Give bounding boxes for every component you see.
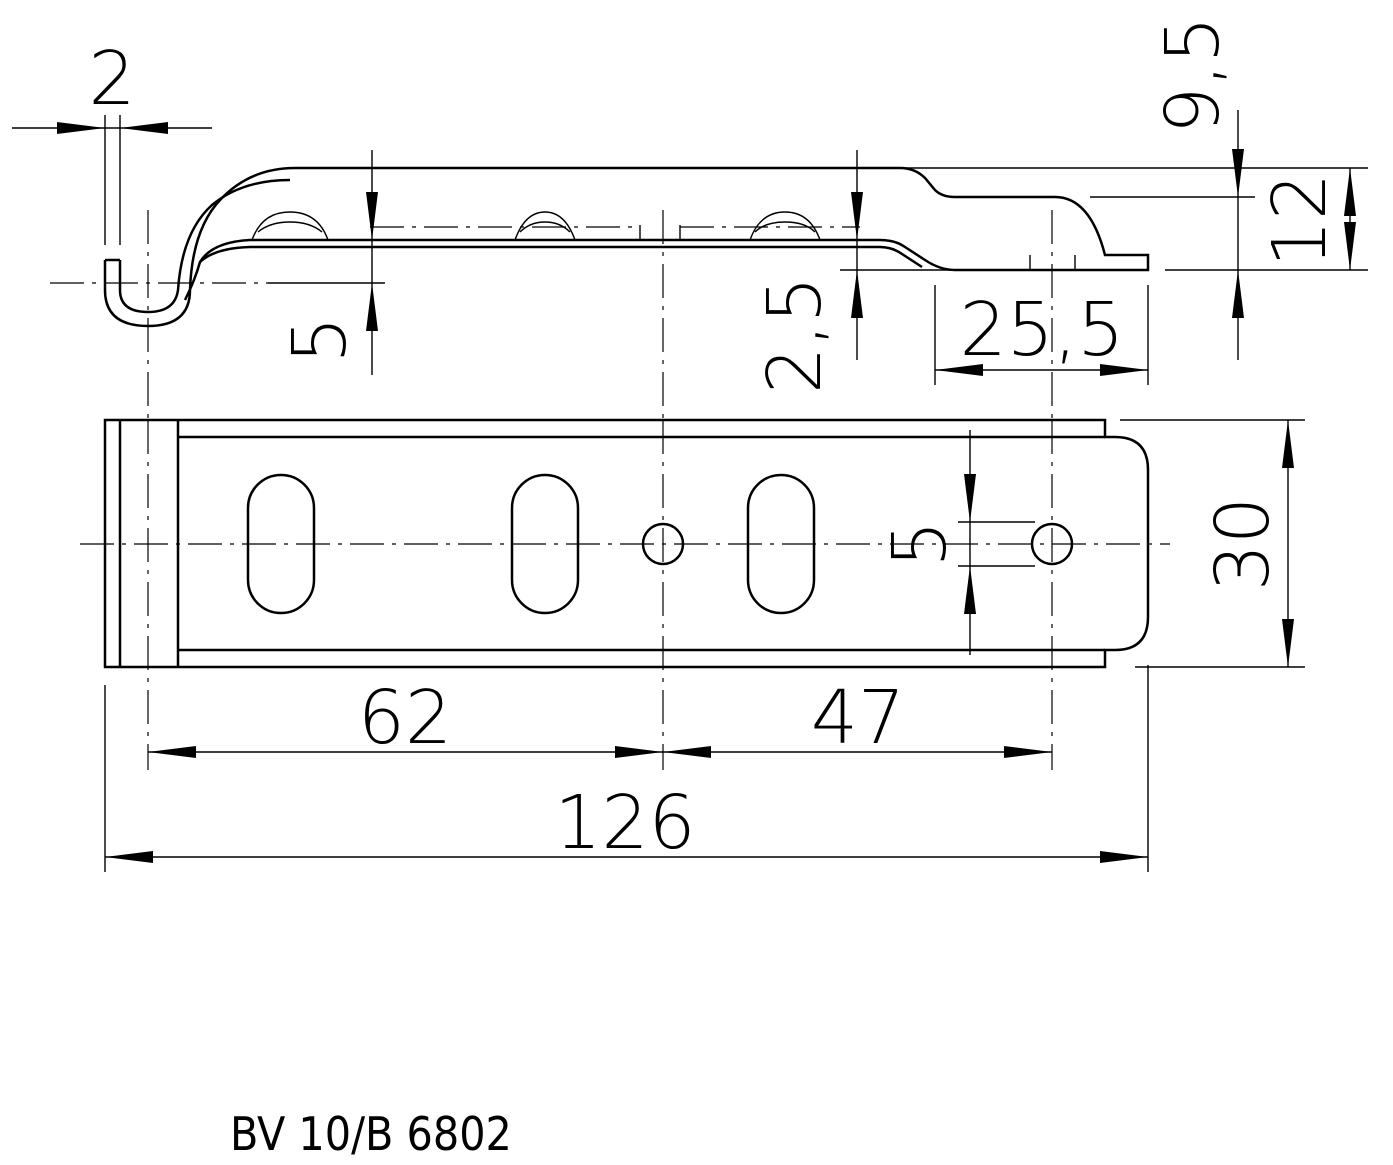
- dim-62-47: 62 47: [148, 675, 1052, 761]
- dim-9-5-and-12: 9,5 12: [905, 16, 1368, 360]
- side-profile-outer: [103, 166, 1150, 328]
- drawing-caption: BV 10/B 6802: [230, 1107, 512, 1161]
- dim-2-5: 2,5: [752, 150, 955, 394]
- dim-62-label: 62: [358, 675, 452, 761]
- dim-25-5-label: 25,5: [960, 287, 1125, 373]
- dim-47-label: 47: [811, 675, 905, 761]
- top-outer: [103, 418, 1150, 669]
- dim-30: 30: [1120, 419, 1305, 668]
- dim-5-hole: 5: [877, 430, 1035, 655]
- dim-2: 2: [12, 36, 212, 245]
- dim-25-5: 25,5: [934, 285, 1149, 385]
- dim-126: 126: [104, 665, 1149, 872]
- side-hook-inner: [118, 178, 291, 314]
- dim-9-5-label: 9,5: [1150, 16, 1236, 134]
- dim-5-top-label: 5: [277, 316, 363, 363]
- dim-5-top: 5: [268, 150, 385, 375]
- dim-2-label: 2: [88, 36, 135, 122]
- dim-2-5-label: 2,5: [752, 276, 838, 394]
- top-view: [80, 418, 1170, 770]
- side-view: [50, 166, 1150, 420]
- dim-126-label: 126: [554, 780, 695, 866]
- dim-5-hole-label: 5: [877, 520, 963, 567]
- dim-30-label: 30: [1200, 497, 1286, 591]
- dim-12-label: 12: [1257, 173, 1343, 267]
